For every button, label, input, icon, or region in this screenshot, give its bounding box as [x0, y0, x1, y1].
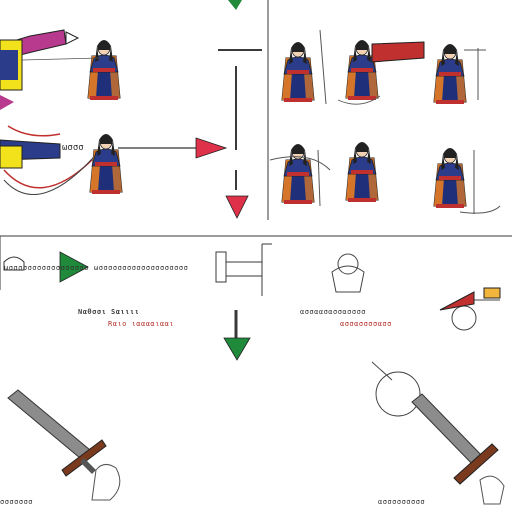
label-bottom-left: σσσσσσσ	[0, 498, 34, 506]
mid-band-right	[331, 253, 501, 331]
arrow-red-right	[118, 137, 228, 159]
label-right-row-top: ασσαασασσασσσσ	[300, 308, 367, 316]
arrow-green-down	[223, 337, 251, 361]
label-left-row: ωσσσσσσσσσσσσσσσσσ	[4, 264, 89, 272]
top-left-bars	[0, 29, 80, 110]
bow-line	[21, 57, 101, 61]
figure-grid	[269, 29, 501, 214]
figure-left-mid	[89, 133, 123, 195]
caption-top: Nαθσσι Sαιιιι	[78, 308, 140, 316]
caption-bottom: Rαιο ιααααιααι	[108, 320, 175, 328]
mid-band-center	[215, 243, 272, 338]
mid-band-left	[3, 251, 89, 283]
figure-left-top	[87, 39, 121, 101]
svg-text:ωσσσ: ωσσσ	[62, 143, 84, 153]
label-center-row: ωσσσσσσσσσσσσσσσσσσσ	[94, 264, 189, 272]
label-bottom-right: ασσσσσσσσσ	[378, 498, 426, 506]
archer-left: ωσσσ	[0, 125, 101, 195]
label-right-row-bottom: ασσασσσσασσ	[340, 320, 392, 328]
sword-right	[371, 361, 505, 505]
sword-left	[7, 389, 121, 501]
center-connector	[218, 0, 262, 219]
frame-lines	[0, 0, 512, 290]
